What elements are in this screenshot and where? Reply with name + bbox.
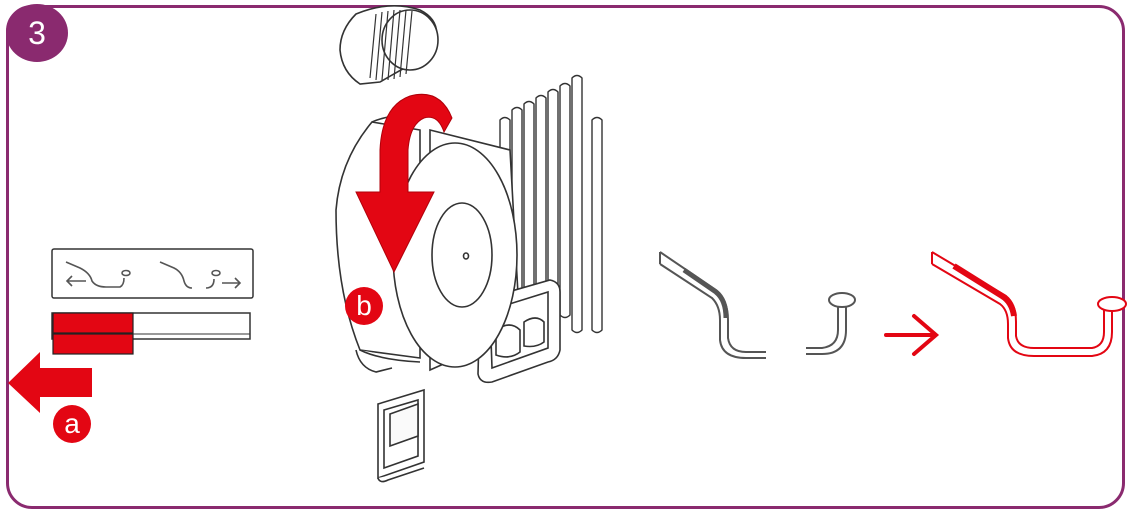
label-a-badge: a (53, 405, 91, 443)
label-b-badge: b (345, 287, 383, 325)
step-number-badge: 3 (6, 4, 68, 62)
rotate-arrow (355, 93, 453, 274)
step-frame (6, 5, 1125, 509)
hook-right-part (806, 292, 856, 355)
detached-cap (339, 5, 439, 85)
push-left-arrow (8, 352, 92, 413)
hook-legend-panel (51, 248, 254, 299)
assemble-arrow (884, 314, 940, 356)
rocker-switch (377, 388, 425, 483)
slide-switch (51, 312, 251, 355)
hook-assembled (931, 251, 1127, 357)
hook-left-part (659, 251, 766, 359)
